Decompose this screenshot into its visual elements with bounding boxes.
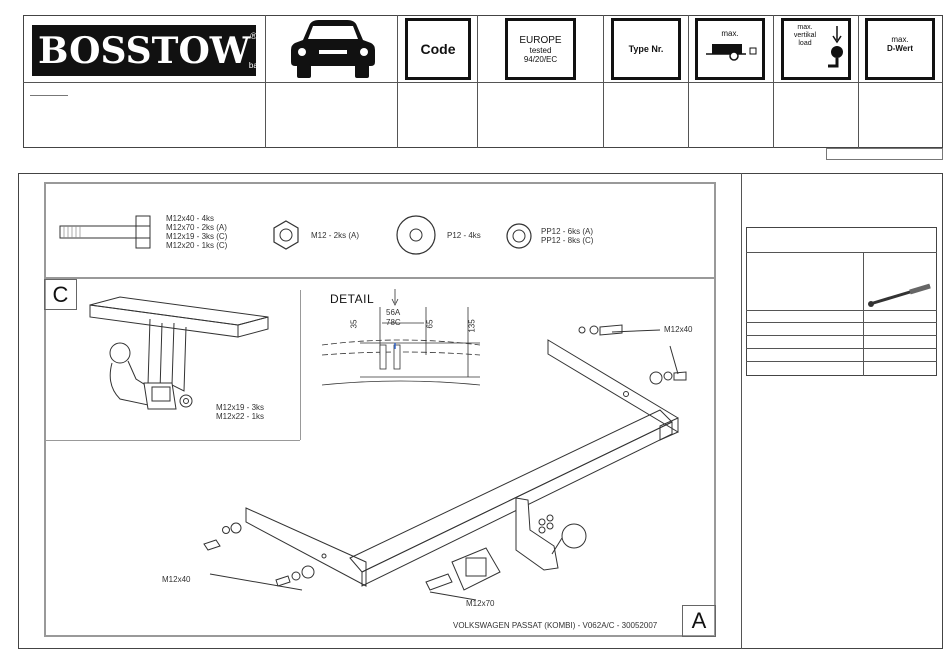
detail-title: DETAIL bbox=[330, 292, 375, 306]
detail-dim-56a: 56A bbox=[386, 308, 401, 317]
nut-label: M12 - 2ks (A) bbox=[311, 231, 360, 240]
bolt-label-2: M12x70 - 2ks (A) bbox=[166, 223, 227, 232]
bolt-right-label: M12x40 bbox=[664, 325, 693, 334]
view-a-letter: A bbox=[691, 608, 707, 633]
trailer-icon bbox=[706, 44, 757, 61]
detail-c-bolt-label-2: M12x22 - 1ks bbox=[216, 412, 265, 421]
header-table bbox=[23, 15, 943, 148]
detail-c-letter-box: C bbox=[44, 279, 77, 310]
europe-line-2: tested bbox=[529, 45, 552, 55]
nut-icon bbox=[271, 220, 301, 255]
max-vertical-load-icon: max. vertikal load bbox=[781, 18, 851, 80]
large-washer-label: P12 - 4ks bbox=[447, 231, 481, 240]
large-washer-icon bbox=[395, 214, 437, 261]
d-wert-line-2: D-Wert bbox=[886, 44, 914, 53]
detail-drawing bbox=[320, 285, 500, 400]
max-vertical-line-3: load bbox=[798, 40, 812, 47]
d-wert-line-1: max. bbox=[891, 35, 909, 44]
small-note-box bbox=[826, 148, 943, 160]
towball-arrow-icon bbox=[828, 26, 843, 68]
code-label: Code bbox=[420, 41, 456, 57]
type-nr-label: Type Nr. bbox=[628, 44, 664, 54]
brand-name: BOSSTOW bbox=[38, 29, 251, 72]
type-nr-icon: Type Nr. bbox=[611, 18, 681, 80]
brand-logo: BOSSTOW ® bars bbox=[32, 25, 264, 76]
europe-line-1: EUROPE bbox=[519, 34, 562, 46]
small-washer-label-2: PP12 - 8ks (C) bbox=[541, 236, 594, 245]
car-icon bbox=[289, 16, 377, 85]
towbar-assembly-drawing bbox=[190, 300, 700, 625]
brand-reg: ® bbox=[250, 31, 257, 41]
max-trailer-icon: max. bbox=[695, 18, 765, 80]
bolt-left-label: M12x40 bbox=[162, 575, 191, 584]
brand-suffix: bars bbox=[248, 61, 265, 70]
detail-c-letter: C bbox=[52, 281, 69, 307]
torque-wrench-icon bbox=[866, 280, 936, 313]
code-icon: Code bbox=[405, 18, 471, 80]
europe-line-3: 94/20/EC bbox=[523, 54, 558, 64]
max-vertical-line-2: vertikal bbox=[793, 32, 817, 39]
europe-tested-icon: EUROPE tested 94/20/EC bbox=[505, 18, 576, 80]
bolt-bottom-label: M12x70 bbox=[466, 599, 495, 608]
detail-dim-78c: 78C bbox=[386, 318, 401, 327]
max-trailer-label: max. bbox=[721, 29, 739, 38]
parts-table bbox=[746, 227, 937, 376]
drawing-inner-frame bbox=[44, 182, 716, 637]
bolt-icon bbox=[58, 212, 154, 255]
detail-c-drawing bbox=[88, 295, 278, 430]
detail-c-bolt-label-1: M12x19 - 3ks bbox=[216, 403, 265, 412]
small-washer-icon bbox=[505, 222, 533, 255]
drawing-caption: VOLKSWAGEN PASSAT (KOMBI) - V062A/C - 30… bbox=[453, 621, 658, 630]
view-a-letter-box: A bbox=[682, 605, 716, 637]
small-washer-label-1: PP12 - 6ks (A) bbox=[541, 227, 594, 236]
drawing-sheet bbox=[18, 173, 943, 649]
d-wert-icon: max. D-Wert bbox=[865, 18, 935, 80]
bolt-label-1: M12x40 - 4ks bbox=[166, 214, 215, 223]
bolt-label-3: M12x19 - 3ks (C) bbox=[166, 232, 228, 241]
max-vertical-line-1: max. bbox=[797, 24, 813, 31]
bolt-label-4: M12x20 - 1ks (C) bbox=[166, 241, 228, 250]
